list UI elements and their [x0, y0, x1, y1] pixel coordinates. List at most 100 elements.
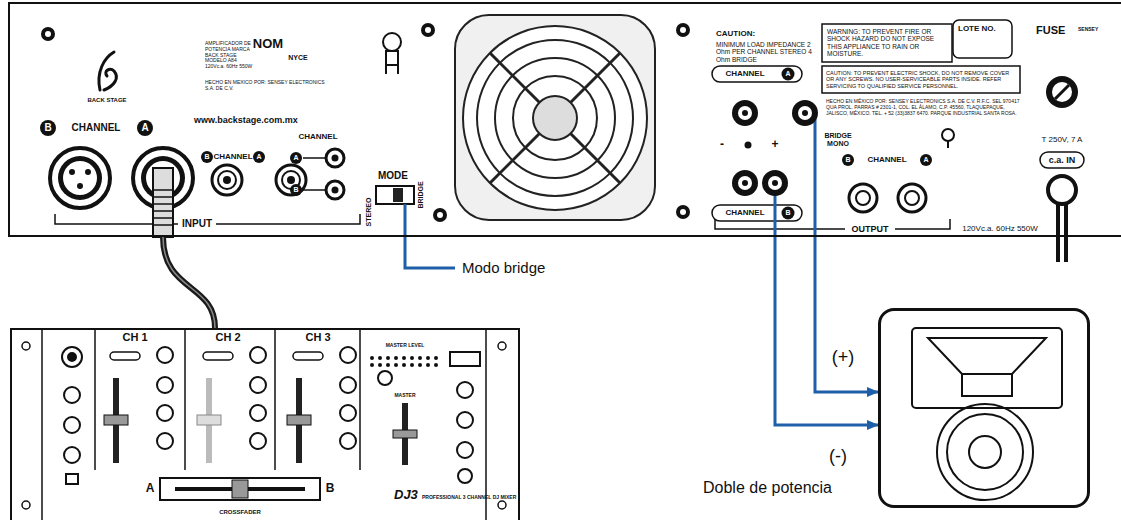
panel-label: B — [845, 156, 850, 164]
xlr-pictogram — [383, 33, 401, 74]
mounting-hole — [45, 31, 51, 37]
mixer-knob — [340, 347, 356, 363]
letter-badge — [920, 154, 932, 166]
xlr-plug — [153, 168, 173, 237]
mixer-panel — [22, 330, 506, 520]
panel-label: B — [293, 186, 298, 194]
mixer-panel — [184, 330, 186, 470]
xlr-plug — [153, 217, 173, 219]
level-meter — [394, 356, 398, 360]
binding-post — [738, 106, 752, 120]
panel-label: AMPLIFICADOR DE POTENCIA MARCA BACK STAG… — [205, 41, 257, 70]
panel-label: A — [141, 122, 148, 134]
xlr-input-jack — [69, 169, 75, 175]
xlr-pictogram — [386, 51, 398, 65]
crossfader — [160, 478, 320, 500]
panel-label: OUTPUT — [852, 224, 889, 234]
mixer-panel — [274, 330, 276, 470]
level-meter — [434, 363, 438, 367]
mixer-knob — [62, 347, 480, 484]
cable-highlight — [163, 237, 215, 328]
mixer-knob — [68, 353, 76, 361]
fan-grill — [570, 53, 620, 103]
logo-mark — [104, 69, 116, 90]
letter-badge — [782, 207, 795, 220]
label-box — [1040, 152, 1084, 168]
xlr-pictogram — [383, 33, 401, 51]
panel-label: BRIDGE MONO — [820, 132, 856, 148]
fader — [104, 415, 128, 425]
mixer-knob — [340, 377, 356, 393]
wire-label: (-) — [827, 447, 849, 467]
power-cord — [1056, 200, 1068, 262]
mixer-label: CH 2 — [215, 331, 240, 344]
panel-label: A — [293, 154, 298, 162]
panel-label: HECHO EN MÉXICO POR: SENSEY ELECTRONICS … — [826, 99, 1026, 116]
mixer-knob — [457, 442, 473, 458]
mounting-hole — [680, 209, 686, 215]
trs-jack — [212, 165, 306, 195]
mixer-knob — [450, 352, 480, 366]
speaker-drawing — [969, 436, 1001, 468]
mixer-panel — [22, 501, 30, 509]
rca-jack — [303, 157, 325, 159]
letter-badge — [253, 151, 265, 163]
output-jack — [856, 191, 870, 205]
letter-badge — [137, 120, 153, 136]
fuse-holder — [1046, 76, 1078, 108]
fader — [287, 415, 311, 425]
level-meter — [386, 363, 390, 367]
panel-label: - — [720, 138, 724, 152]
fan-grill — [533, 96, 577, 140]
model-description: PROFESSIONAL 3 CHANNEL DJ MIXER — [422, 495, 516, 501]
mixer-knob — [250, 433, 266, 449]
caption-text: Doble de potencia — [703, 479, 832, 497]
label-box — [712, 66, 802, 82]
channel-switch — [293, 352, 323, 360]
mixer-panel — [485, 330, 487, 520]
xlr-pictogram — [397, 65, 399, 74]
binding-post — [732, 100, 818, 196]
trs-jack — [287, 176, 295, 184]
fuse-holder — [1052, 82, 1072, 102]
panel-label: SENSEY — [1078, 27, 1098, 33]
level-meter — [370, 356, 438, 367]
speaker-cabinet: Doble de potencia — [878, 308, 1090, 508]
mixer-label: CROSSFADER — [219, 509, 261, 516]
power-cord — [1048, 176, 1076, 204]
mixer-knob — [157, 433, 173, 449]
mixer-panel — [22, 342, 30, 350]
website-text: www.backstage.com.mx — [194, 115, 298, 125]
group-bracket — [895, 219, 950, 229]
mixer-knob — [457, 412, 473, 428]
panel-label: 120Vc.a. 60Hz 550W — [962, 224, 1038, 233]
mode-switch — [376, 186, 414, 204]
power-cord — [1060, 200, 1064, 262]
mounting-hole — [676, 23, 690, 37]
panel-label: B — [204, 153, 209, 161]
panel-label: CHANNEL — [72, 122, 121, 134]
mixer-knob — [157, 405, 173, 421]
channel-switch — [110, 352, 140, 360]
amplifier-panel: www.backstage.com.mx — [8, 2, 1121, 237]
speaker-drawing — [928, 338, 1046, 374]
level-meter — [426, 363, 430, 367]
letter-badge — [782, 68, 795, 81]
mixer-label: MASTER — [394, 393, 415, 399]
xlr-pictogram — [385, 65, 387, 74]
rca-jack — [332, 187, 339, 194]
mixer-panel — [94, 330, 96, 470]
output-jack — [898, 184, 926, 212]
level-meter — [426, 356, 430, 360]
xlr-input-jack — [58, 156, 102, 200]
mixer-panel — [498, 501, 506, 509]
letter-badge — [290, 152, 302, 164]
mixer-knob — [250, 347, 266, 363]
panel-label: BACK STAGE — [87, 97, 126, 104]
speaker-drawing — [937, 404, 1033, 500]
mixer-knob — [157, 347, 173, 363]
level-meter — [418, 356, 422, 360]
trs-jack — [276, 165, 306, 195]
power-cord — [1048, 176, 1076, 262]
